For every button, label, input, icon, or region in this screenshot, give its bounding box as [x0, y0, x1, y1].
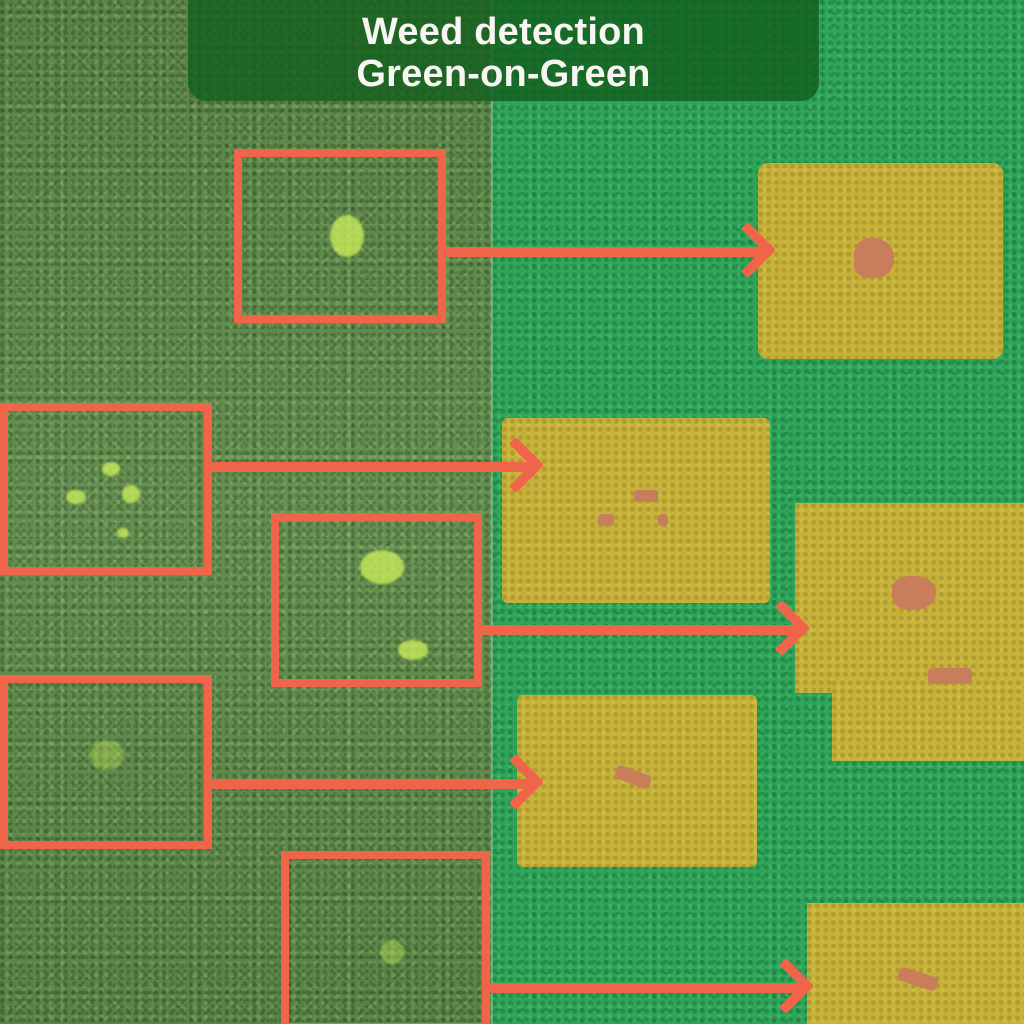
weed-patch — [117, 528, 129, 538]
weed-blob — [928, 668, 972, 684]
crop-mask-2 — [502, 418, 770, 603]
detection-box-1 — [234, 149, 446, 323]
weed-patch — [360, 550, 404, 584]
crop-mask-1 — [758, 163, 1003, 359]
weed-patch — [380, 940, 404, 964]
rgb-field-panel — [0, 0, 492, 1024]
weed-patch — [102, 462, 120, 476]
detection-box-5 — [281, 851, 490, 1024]
detection-box-2 — [0, 403, 212, 575]
weed-blob — [854, 238, 894, 278]
title-line-1: Weed detection — [362, 10, 645, 53]
weed-patch — [122, 485, 140, 503]
panel-divider — [491, 0, 493, 1024]
arrow-shaft — [490, 983, 802, 993]
arrow-2 — [212, 436, 545, 494]
detection-box-4 — [0, 675, 212, 849]
title-line-2: Green-on-Green — [356, 52, 651, 95]
arrow-3 — [482, 599, 811, 657]
title-banner: Weed detection Green-on-Green — [188, 0, 819, 101]
weed-blob — [598, 514, 614, 526]
weed-blob — [634, 490, 658, 502]
weed-patch — [398, 640, 428, 660]
weed-patch — [330, 215, 364, 257]
arrow-4 — [212, 753, 545, 811]
weed-blob — [658, 514, 668, 526]
crop-mask-5 — [807, 903, 1024, 1024]
arrow-shaft — [446, 247, 764, 257]
detection-box-3 — [271, 513, 482, 687]
arrow-5 — [490, 957, 815, 1015]
weed-patch — [90, 740, 124, 770]
arrow-shaft — [212, 779, 532, 789]
arrow-1 — [446, 221, 777, 279]
arrow-shaft — [212, 462, 532, 472]
weed-patch — [66, 490, 86, 504]
weed-blob — [892, 576, 936, 610]
arrow-shaft — [482, 625, 798, 635]
crop-mask-3b — [832, 680, 1024, 761]
